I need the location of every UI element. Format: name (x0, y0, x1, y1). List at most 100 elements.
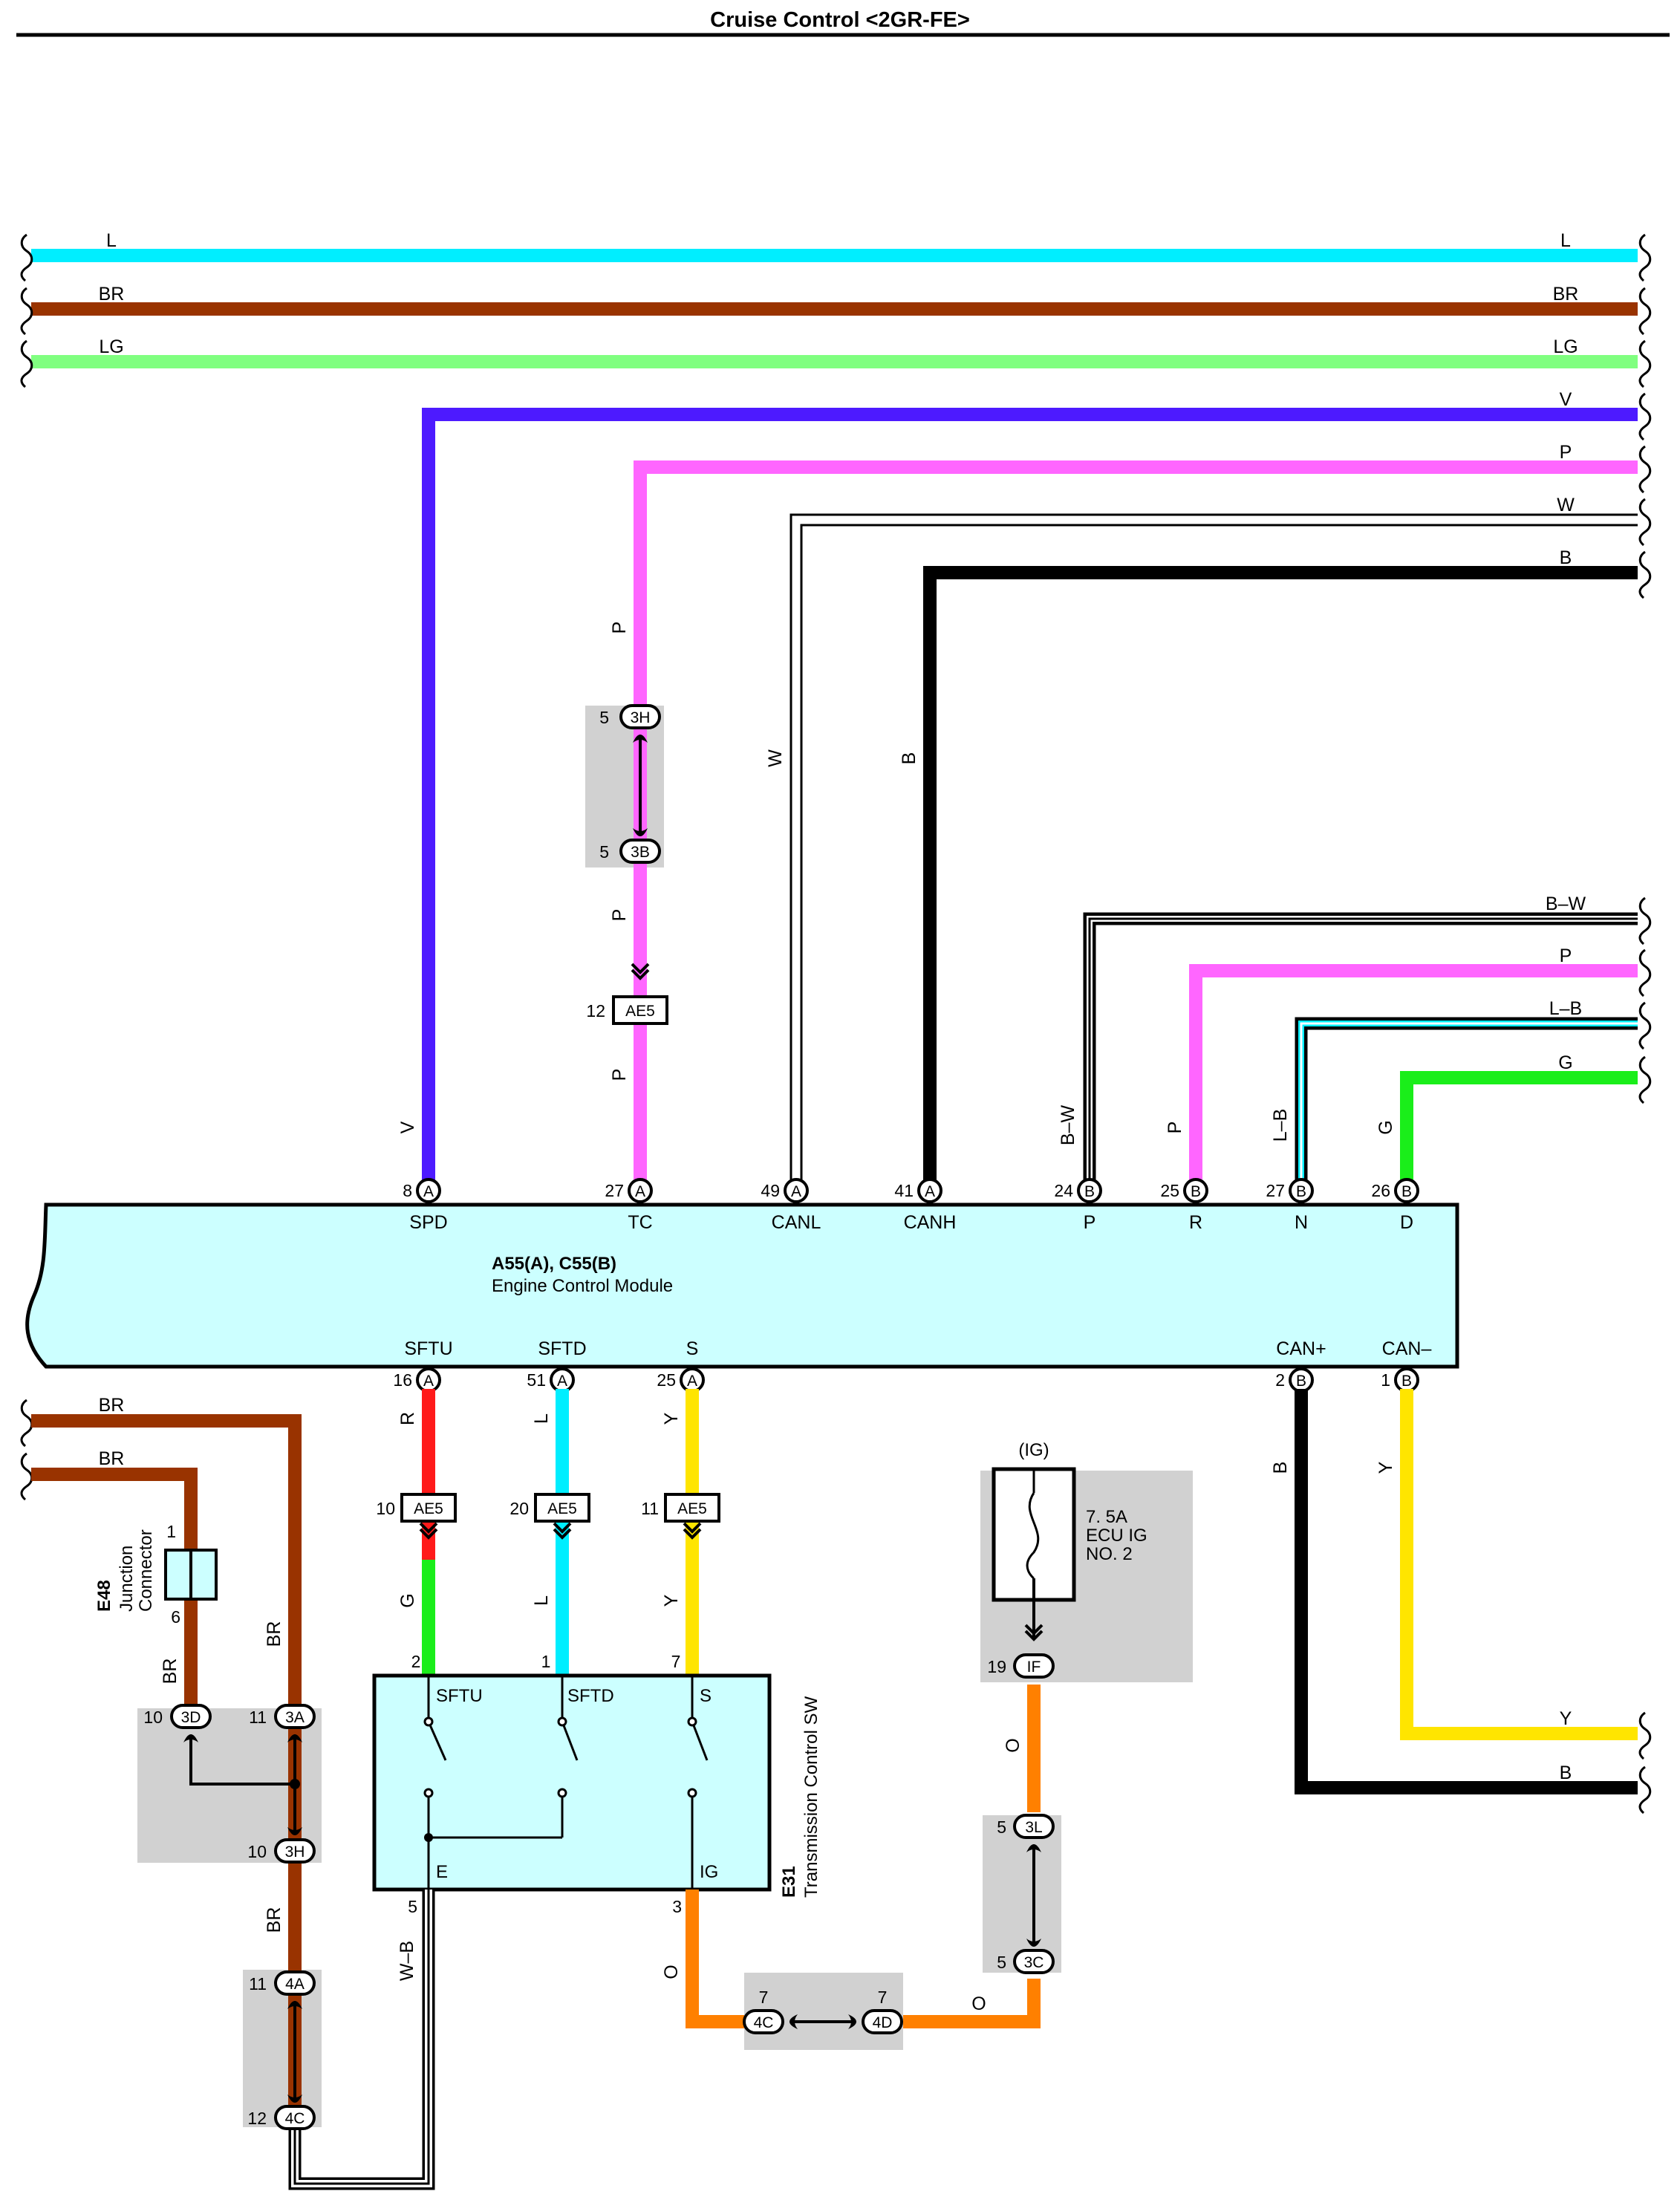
wire-label-l-right: L (1560, 230, 1571, 251)
e48-name1: Junction (117, 1546, 137, 1612)
ae5-row: AE5 10 AE5 20 AE5 11 R G L L Y Y B Y (376, 1412, 1396, 1608)
pin-terminal (1183, 1178, 1208, 1203)
conn-3d-pin: 10 (143, 1708, 163, 1727)
tcsw-sig-s: S (700, 1686, 712, 1706)
pin-number: 41 (894, 1181, 914, 1200)
wire-label-g: G (1558, 1052, 1572, 1073)
pin-number: 8 (403, 1181, 412, 1200)
wire-label-spd: V (397, 1121, 418, 1133)
conn-if-pin: 19 (987, 1657, 1006, 1676)
conn-4a: 4A (285, 1976, 305, 1993)
pin-signal: SFTU (404, 1338, 452, 1359)
ecm-top-pin: B 24P (1054, 1178, 1102, 1233)
pin-signal: CAN– (1382, 1338, 1432, 1359)
orange-ig-path: 3L 5 3C 5 4C 7 4D 7 O O O (661, 1685, 1055, 2034)
pin-terminal (1394, 1178, 1419, 1203)
wire-label-br-b: BR (160, 1659, 180, 1685)
pin-connector-letter: A (635, 1183, 645, 1200)
pin-terminal (1289, 1178, 1314, 1203)
wire-label-canplus: B (1270, 1462, 1291, 1474)
pin-number: 27 (605, 1181, 624, 1200)
pin-terminal (917, 1178, 942, 1203)
junction-connector-e48: 1 6 E48 Junction Connector (94, 1522, 218, 1627)
pin-connector-letter: B (1401, 1373, 1412, 1390)
pin-signal: D (1400, 1212, 1413, 1233)
pin-connector-letter: B (1296, 1183, 1306, 1200)
pin-connector-letter: A (687, 1373, 697, 1390)
wire-label-o2: O (661, 1965, 682, 1979)
tcsw-pin-ig: 3 (672, 1897, 682, 1916)
wire-label-bw: B–W (1546, 894, 1586, 914)
conn-4c-left: 4C (285, 2110, 305, 2127)
pin-number: 24 (1054, 1181, 1073, 1200)
pin-connector-letter: B (1401, 1183, 1412, 1200)
pin-number: 2 (1275, 1370, 1285, 1390)
tcsw-pin-sftu: 2 (411, 1652, 421, 1671)
conn-ae5-sftu-pin: 10 (376, 1499, 395, 1518)
pin-number: 26 (1371, 1181, 1390, 1200)
wire-label-d-pin: G (1375, 1120, 1396, 1134)
wire-label-p-pin: B–W (1058, 1105, 1078, 1146)
wire-label-w: W (1557, 495, 1575, 515)
conn-3b: 3B (631, 844, 650, 861)
wire-label-o1: O (1003, 1738, 1023, 1752)
left-br-wires: BR BR BR BR BR (31, 1395, 302, 2117)
pin-terminal (784, 1178, 809, 1203)
conn-3h-top: 3H (631, 709, 651, 726)
conn-4c-right-pin: 7 (759, 1988, 769, 2007)
wire-label-br-a: BR (264, 1621, 284, 1647)
pin-connector-letter: A (791, 1183, 801, 1200)
pin-connector-letter: B (1191, 1183, 1201, 1200)
tcsw-name: Transmission Control SW (801, 1696, 821, 1898)
wire-label-b: B (1560, 547, 1572, 568)
conn-3d: 3D (181, 1709, 201, 1726)
wire-label-s-down: Y (661, 1594, 682, 1607)
fuse-group: (IG) (1018, 1440, 1049, 1460)
wire-label-n-pin: L–B (1270, 1109, 1291, 1142)
pin-connector-letter: A (423, 1183, 434, 1200)
wire-label-br2: BR (99, 1448, 125, 1469)
wire-label-p2: P (1560, 945, 1572, 966)
conn-ae5-tc: AE5 (625, 1003, 655, 1020)
conn-4c-left-pin: 12 (247, 2109, 267, 2128)
fuse-ecu-ig-no2: (IG) 7. 5A ECU IG NO. 2 IF 19 (987, 1440, 1147, 1679)
wire-label-lb: L–B (1549, 998, 1582, 1019)
ecm-top-pin: B 26D (1371, 1178, 1419, 1233)
wire-label-wb: W–B (397, 1941, 417, 1981)
wire-label-br1: BR (99, 1395, 125, 1416)
wire-label-tc-mid: P (609, 909, 630, 922)
tcsw-code: E31 (779, 1866, 799, 1898)
wire-label-s-up: Y (661, 1412, 682, 1425)
page-title: Cruise Control <2GR-FE> (710, 8, 970, 32)
conn-3c-pin: 5 (997, 1953, 1006, 1972)
wire-label-sftu-up: R (397, 1412, 418, 1425)
pin-signal: P (1084, 1212, 1096, 1233)
pin-signal: R (1189, 1212, 1202, 1233)
pin-number: 16 (393, 1370, 412, 1390)
pin-number: 27 (1266, 1181, 1285, 1200)
e48-code: E48 (94, 1580, 114, 1612)
fuse-name1: ECU IG (1086, 1526, 1147, 1546)
conn-3a-pin: 11 (249, 1708, 267, 1727)
wire-label-canh: B (899, 752, 919, 765)
conn-3a: 3A (285, 1709, 305, 1726)
pin-signal: CANL (772, 1212, 821, 1233)
pin-number: 49 (761, 1181, 780, 1200)
conn-4c-right: 4C (754, 2014, 774, 2031)
wire-label-lg-left: LG (99, 336, 123, 357)
top-wire-labels: L BR LG L BR LG V P W B B–W P L–B G Y B (99, 230, 1586, 1783)
tcsw-sig-sftu: SFTU (436, 1686, 483, 1706)
conn-3h-left: 3H (285, 1843, 305, 1861)
pin-connector-letter: B (1084, 1183, 1095, 1200)
